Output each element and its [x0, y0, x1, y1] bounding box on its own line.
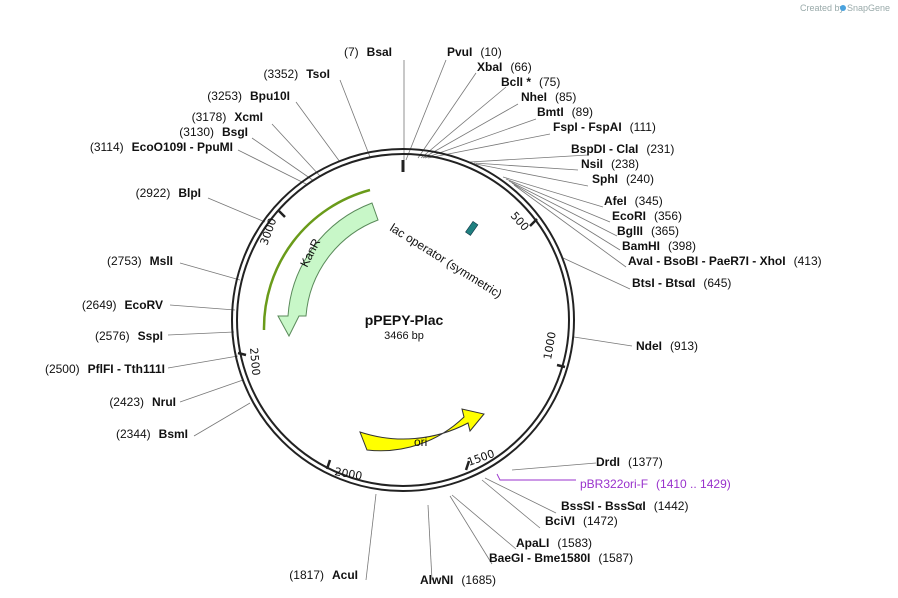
- site-msli[interactable]: (2753)MslI: [107, 254, 173, 268]
- site-ecorv[interactable]: (2649)EcoRV: [82, 298, 163, 312]
- site-drdi[interactable]: DrdI(1377): [596, 455, 663, 469]
- site-alwni[interactable]: AlwNI(1685): [420, 573, 496, 587]
- site-nrui[interactable]: (2423)NruI: [109, 395, 176, 409]
- site-leader-lines: [167, 59, 633, 581]
- primer-leader-line: [496, 473, 576, 481]
- site-baegi[interactable]: BaeGI - Bme1580I(1587): [489, 551, 633, 565]
- site-ecoo109i[interactable]: (3114)EcoO109I - PpuMI: [90, 140, 233, 154]
- site-bsmi[interactable]: (2344)BsmI: [116, 427, 188, 441]
- site-fspi[interactable]: FspI - FspAI(111): [553, 120, 656, 134]
- site-sphi[interactable]: SphI(240): [592, 172, 654, 186]
- site-blpi[interactable]: (2922)BlpI: [136, 186, 201, 200]
- kanr-feature-arrow[interactable]: [277, 202, 379, 338]
- site-bglii[interactable]: BglII(365): [617, 224, 679, 238]
- site-bspdi[interactable]: BspDI - ClaI(231): [571, 142, 674, 156]
- site-ecori[interactable]: EcoRI(356): [612, 209, 682, 223]
- site-bcli[interactable]: BclI *(75): [501, 75, 560, 89]
- site-bsgi[interactable]: (3130)BsgI: [179, 125, 248, 139]
- kanr-strand-line: [262, 188, 371, 331]
- site-bmti[interactable]: BmtI(89): [537, 105, 593, 119]
- site-bsai[interactable]: (7)BsaI: [344, 45, 392, 59]
- site-sspi[interactable]: (2576)SspI: [95, 329, 163, 343]
- site-bamhi[interactable]: BamHI(398): [622, 239, 696, 253]
- site-tsoi[interactable]: (3352)TsoI: [264, 67, 330, 81]
- snapgene-logo-icon: [840, 5, 846, 11]
- site-nsii[interactable]: NsiI(238): [581, 157, 639, 171]
- ori-feature-arrow[interactable]: [359, 408, 485, 452]
- created-by-label: Created by: [800, 3, 845, 13]
- primer-pbr322ori-f[interactable]: pBR322ori-F(1410 .. 1429): [580, 477, 731, 491]
- site-xcmi[interactable]: (3178)XcmI: [192, 110, 263, 124]
- lac-operator-feature[interactable]: [465, 220, 479, 236]
- backbone-inner-ring: [236, 153, 570, 487]
- site-pflfi[interactable]: (2500)PflFI - Tth111I: [45, 362, 165, 376]
- site-afei[interactable]: AfeI(345): [604, 194, 663, 208]
- site-apali[interactable]: ApaLI(1583): [516, 536, 592, 550]
- tick-500: 500: [508, 209, 532, 233]
- site-pvui[interactable]: PvuI(10): [447, 45, 502, 59]
- site-btsi[interactable]: BtsI - BtsαI(645): [632, 276, 731, 290]
- lac-operator-label: lac operator (symmetric): [387, 221, 504, 301]
- site-bsssi[interactable]: BssSI - BssSαI(1442): [561, 499, 688, 513]
- tick-1000: 1000: [541, 331, 559, 361]
- plasmid-size: 3466 bp: [384, 330, 424, 342]
- backbone-outer-ring: [231, 148, 575, 492]
- site-avai[interactable]: AvaI - BsoBI - PaeR7I - XhoI(413): [628, 254, 822, 268]
- site-ndei[interactable]: NdeI(913): [636, 339, 698, 353]
- site-bcivi[interactable]: BciVI(1472): [545, 514, 618, 528]
- snapgene-brand: SnapGene: [847, 3, 890, 13]
- site-nhei[interactable]: NheI(85): [521, 90, 576, 104]
- plasmid-name: pPEPY-Plac: [365, 312, 444, 328]
- ori-label: ori: [414, 435, 427, 449]
- tick-2000: 2000: [333, 465, 363, 483]
- site-bpu10i[interactable]: (3253)Bpu10I: [207, 89, 290, 103]
- site-acui[interactable]: (1817)AcuI: [289, 568, 358, 582]
- scale-ticks: [237, 210, 566, 471]
- site-xbai[interactable]: XbaI(66): [477, 60, 532, 74]
- tick-3000: 3000: [258, 216, 280, 247]
- tick-2500: 2500: [247, 347, 262, 376]
